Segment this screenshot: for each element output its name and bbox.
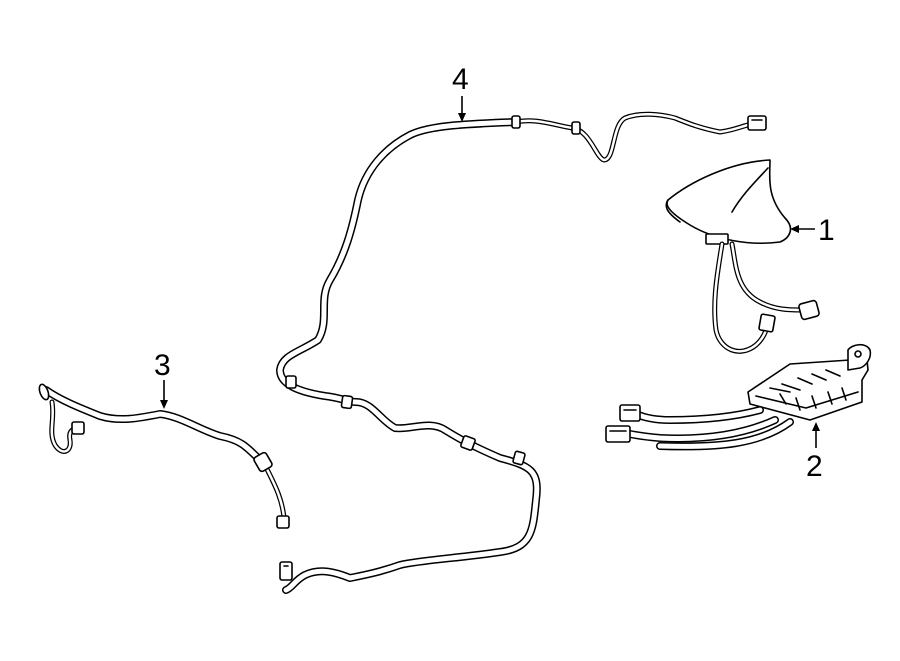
callout-3: 3 xyxy=(154,349,171,409)
antenna-cable-long xyxy=(276,111,767,594)
callout-1: 1 xyxy=(790,214,835,247)
cable-connector xyxy=(758,313,776,333)
cable-ferrule xyxy=(571,121,581,135)
callout-4-label: 4 xyxy=(452,63,469,96)
callout-2: 2 xyxy=(806,422,823,483)
callout-2-label: 2 xyxy=(806,450,823,483)
cable-grommet xyxy=(253,451,273,473)
cable-connector xyxy=(798,299,820,321)
cable-ferrule xyxy=(460,435,476,451)
antenna-cable-short xyxy=(38,383,290,529)
cable-connector xyxy=(619,404,641,422)
cable-connector xyxy=(605,425,631,443)
callout-arrow xyxy=(458,113,466,122)
antenna-amplifier-module xyxy=(605,343,872,451)
callout-arrow xyxy=(812,422,820,431)
callout-arrow xyxy=(790,225,799,233)
antenna xyxy=(665,159,820,354)
cable-connector xyxy=(71,421,85,435)
callout-3-label: 3 xyxy=(154,349,171,382)
callout-4: 4 xyxy=(452,63,469,122)
cable-connector xyxy=(276,515,290,529)
cable-end-cap xyxy=(38,383,50,401)
cable-connector xyxy=(747,115,767,131)
callout-arrow xyxy=(160,400,168,409)
callout-1-label: 1 xyxy=(818,214,835,247)
cable-ferrule xyxy=(340,394,354,410)
cable-connector xyxy=(279,561,293,581)
cable-ferrule xyxy=(511,115,521,129)
cable-ferrule xyxy=(285,375,297,389)
cable-ferrule xyxy=(512,450,526,466)
